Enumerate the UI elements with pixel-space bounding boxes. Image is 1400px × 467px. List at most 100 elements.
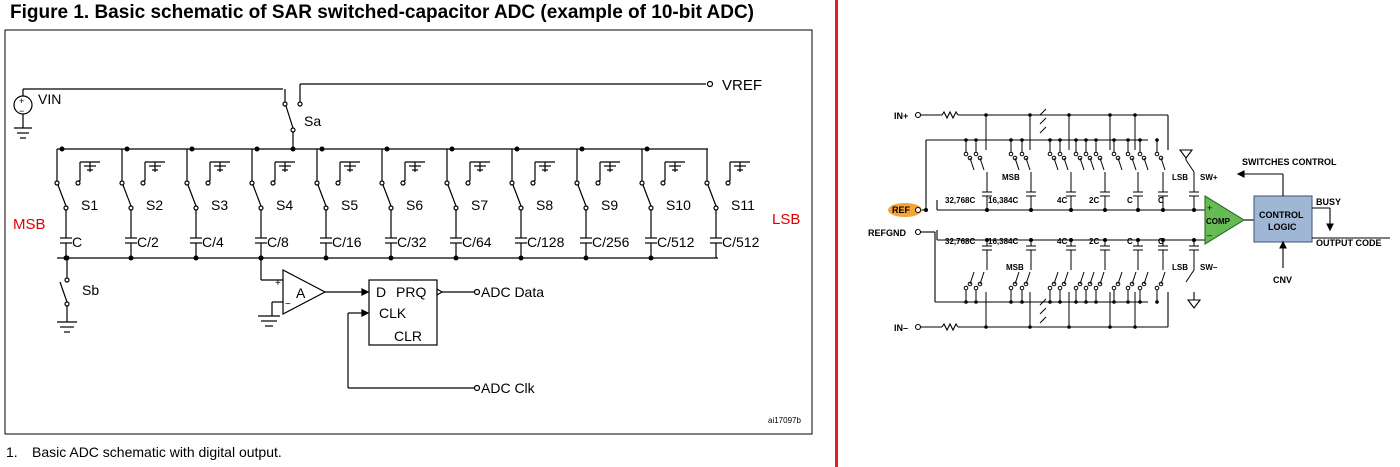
- junction-dot: [1020, 300, 1024, 304]
- switch-pivot: [388, 205, 394, 211]
- cap-label-top: 4C: [1057, 196, 1067, 205]
- junction-dot: [1029, 238, 1033, 242]
- junction-dot: [1028, 113, 1032, 117]
- switch-pivot: [518, 205, 524, 211]
- switch-arm: [577, 184, 587, 207]
- junction-dot: [985, 238, 989, 242]
- junction-dot: [985, 208, 989, 212]
- switch-contact: [1023, 155, 1029, 161]
- junction-dot: [384, 146, 390, 152]
- switch-contact: [1141, 155, 1147, 161]
- junction-dot: [64, 255, 70, 261]
- switch-contact: [1073, 151, 1079, 157]
- right-schematic: [914, 110, 1390, 332]
- junction-dot: [1133, 325, 1137, 329]
- amp-minus: −: [285, 299, 291, 310]
- switch-contact: [704, 180, 710, 186]
- junction-dot: [323, 255, 329, 261]
- switch-label-s2: S2: [146, 197, 163, 213]
- switch-contact: [725, 180, 731, 186]
- vin-minus: −: [19, 106, 24, 116]
- switch-label-s4: S4: [276, 197, 293, 213]
- switch-contact: [977, 281, 983, 287]
- break-mark: [1039, 316, 1047, 324]
- capacitor-label-4: C/8: [267, 234, 289, 250]
- switch-contact: [1073, 285, 1079, 291]
- junction-dot: [1094, 138, 1098, 142]
- cap-label-bottom: 16,384C: [988, 237, 1018, 246]
- cap-label-top: C: [1127, 196, 1133, 205]
- junction-dot: [1192, 238, 1196, 242]
- junction-dot: [1069, 238, 1073, 242]
- junction-dot: [319, 146, 325, 152]
- switch-pivot: [258, 205, 264, 211]
- switch-contact: [1097, 155, 1103, 161]
- switch-contact: [967, 281, 973, 287]
- switch-contact: [1158, 281, 1164, 287]
- sb-label: Sb: [82, 282, 99, 298]
- switch-contact: [1019, 151, 1025, 157]
- cnv-label: CNV: [1273, 275, 1292, 285]
- cap-label-top: 16,384C: [988, 196, 1018, 205]
- switch-pivot: [713, 205, 719, 211]
- junction-dot: [974, 300, 978, 304]
- switch-contact: [1129, 155, 1135, 161]
- switch-contact: [1077, 281, 1083, 287]
- switch-contact: [1125, 285, 1131, 291]
- capacitor-label-1: C: [72, 234, 82, 250]
- switch-contact: [1061, 155, 1067, 161]
- switch-contact: [1115, 155, 1121, 161]
- right-junction-dots: [924, 113, 1196, 329]
- switch-contact: [1158, 155, 1164, 161]
- switch-arm: [57, 184, 67, 207]
- junction-dot: [518, 255, 524, 261]
- junction-dot: [128, 255, 134, 261]
- junction-dots: [59, 146, 654, 261]
- switch-pivot: [583, 205, 589, 211]
- junction-dot: [1048, 138, 1052, 142]
- switch-label-s11: S11: [731, 197, 755, 213]
- msb-label: MSB: [13, 216, 46, 233]
- switch-contact: [963, 285, 969, 291]
- break-mark: [1039, 307, 1047, 315]
- switch-contact: [973, 151, 979, 157]
- sw-minus-switch: [1185, 269, 1195, 283]
- red-divider: [835, 0, 838, 467]
- switch-contact: [1008, 285, 1014, 291]
- junction-dot: [924, 208, 928, 212]
- switch-contact: [1057, 151, 1063, 157]
- junction-dot: [189, 146, 195, 152]
- junction-dot: [1029, 208, 1033, 212]
- junction-dot: [964, 300, 968, 304]
- switch-contact: [1019, 285, 1025, 291]
- junction-dot: [1126, 300, 1130, 304]
- junction-dot: [1103, 208, 1107, 212]
- switch-contact: [1129, 281, 1135, 287]
- junction-dot: [59, 146, 65, 152]
- control-logic-line1: CONTROL: [1259, 210, 1304, 220]
- junction-dot: [1112, 138, 1116, 142]
- in-plus-label: IN+: [894, 111, 908, 121]
- junction-dot: [124, 146, 130, 152]
- switch-contact: [1154, 151, 1160, 157]
- switch-contact: [314, 180, 320, 186]
- switch-contact: [509, 180, 515, 186]
- junction-dot: [1048, 300, 1052, 304]
- switch-contact: [1093, 151, 1099, 157]
- switch-contact: [249, 180, 255, 186]
- switch-contact: [1093, 285, 1099, 291]
- stage-4: S4C/8: [249, 149, 295, 258]
- junction-dot: [1067, 113, 1071, 117]
- switch-contact: [1137, 151, 1143, 157]
- capacitor-label-6: C/32: [397, 234, 427, 250]
- sw-minus-label: SW–: [1200, 263, 1218, 272]
- cap-label-bottom: C: [1127, 237, 1133, 246]
- junction-dot: [1112, 300, 1116, 304]
- stage-6: S6C/32: [379, 149, 427, 258]
- in-minus-label: IN–: [894, 323, 908, 333]
- capacitor-label-7: C/64: [462, 234, 492, 250]
- switch-contact: [1023, 281, 1029, 287]
- cap-label-bottom: 2C: [1089, 237, 1099, 246]
- junction-dot: [1069, 208, 1073, 212]
